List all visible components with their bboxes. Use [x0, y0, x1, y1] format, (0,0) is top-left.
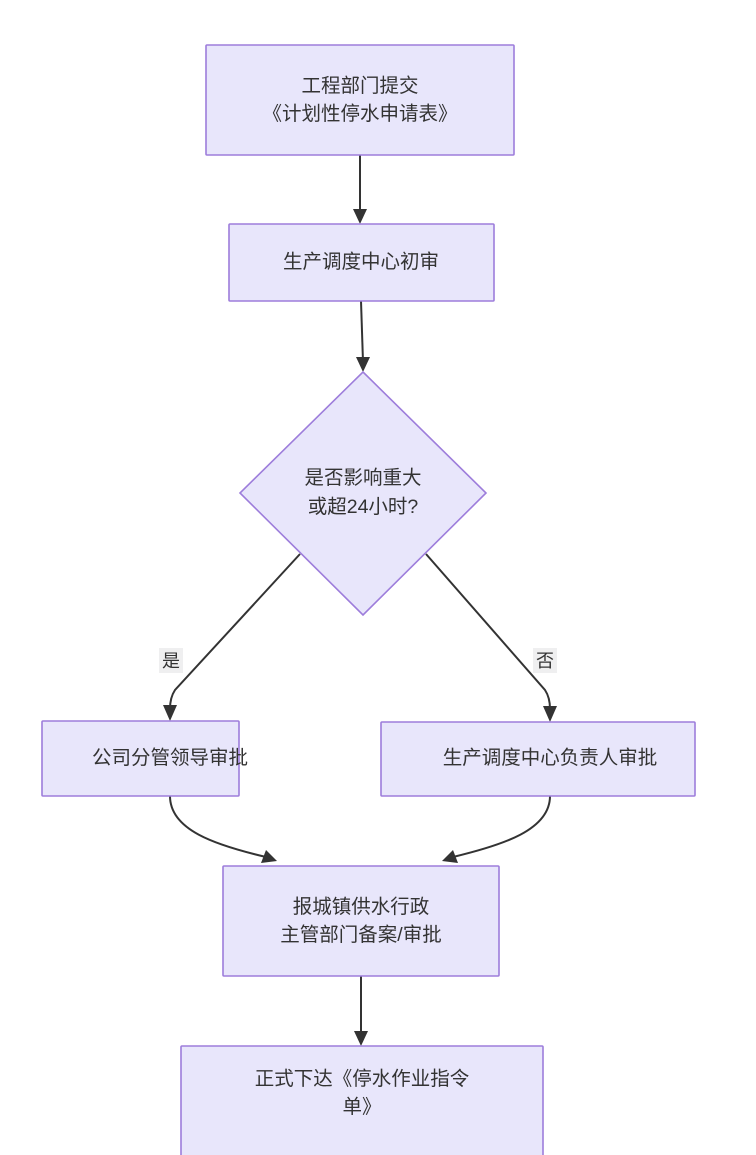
node-n7-line-0: 正式下达《停水作业指令 [255, 1068, 470, 1090]
edge-line [425, 553, 551, 710]
edge-label-no: 否 [533, 648, 557, 673]
edge-n3-n5 [425, 553, 557, 722]
node-n7-shape[interactable] [180, 1045, 544, 1155]
edge-n5-n6 [442, 795, 551, 863]
edge-n1-n2 [353, 155, 367, 224]
node-n2-line-0: 生产调度中心初审 [283, 251, 439, 273]
edge-n3-n4 [163, 553, 301, 721]
node-n3-line-1: 或超24小时? [308, 496, 419, 518]
arrowhead-icon [354, 1031, 368, 1046]
edge-label-no-text: 否 [536, 651, 554, 671]
edge-n2-n3 [356, 300, 370, 372]
node-n1-shape[interactable] [205, 44, 515, 156]
node-n6-line-0: 报城镇供水行政 [293, 896, 430, 918]
arrowhead-icon [261, 850, 277, 863]
edge-line [360, 300, 364, 363]
node-n7-line-1: 单》 [342, 1096, 381, 1118]
arrowhead-icon [353, 209, 367, 224]
node-n5-line-0: 生产调度中心负责人审批 [443, 747, 658, 769]
node-n5-shape[interactable] [380, 721, 696, 797]
edge-label-yes: 是 [159, 648, 183, 673]
node-n4-shape[interactable] [41, 720, 240, 797]
node-n2-shape[interactable] [228, 223, 495, 302]
node-n1[interactable]: 工程部门提交 《计划性停水申请表》 [205, 44, 515, 156]
node-n6-line-1: 主管部门备案/审批 [280, 924, 441, 946]
edge-label-yes-bg [159, 648, 183, 673]
edge-line [452, 795, 551, 858]
node-n4-line-0: 公司分管领导审批 [92, 747, 248, 769]
edge-label-no-bg [533, 648, 557, 673]
arrowhead-icon [356, 357, 370, 372]
edge-line [169, 795, 267, 858]
arrowhead-icon [163, 705, 177, 721]
node-n5[interactable]: 生产调度中心负责人审批 [380, 721, 696, 797]
node-n3-shape[interactable] [238, 370, 488, 617]
node-n3[interactable]: 是否影响重大 或超24小时? [238, 370, 488, 617]
edge-n6-n7 [354, 976, 368, 1046]
node-n6[interactable]: 报城镇供水行政 主管部门备案/审批 [222, 865, 500, 977]
edge-label-yes-text: 是 [162, 651, 180, 671]
node-n7[interactable]: 正式下达《停水作业指令 单》 [180, 1045, 544, 1155]
node-n3-line-0: 是否影响重大 [304, 467, 421, 489]
arrowhead-icon [442, 850, 458, 863]
node-n4[interactable]: 公司分管领导审批 [41, 720, 248, 797]
edge-line [169, 553, 301, 710]
node-n6-shape[interactable] [222, 865, 500, 977]
node-n2[interactable]: 生产调度中心初审 [228, 223, 495, 302]
node-n1-line-1: 《计划性停水申请表》 [262, 103, 457, 125]
edge-n4-n6 [169, 795, 277, 863]
node-n1-line-0: 工程部门提交 [301, 75, 418, 97]
arrowhead-icon [543, 706, 557, 722]
